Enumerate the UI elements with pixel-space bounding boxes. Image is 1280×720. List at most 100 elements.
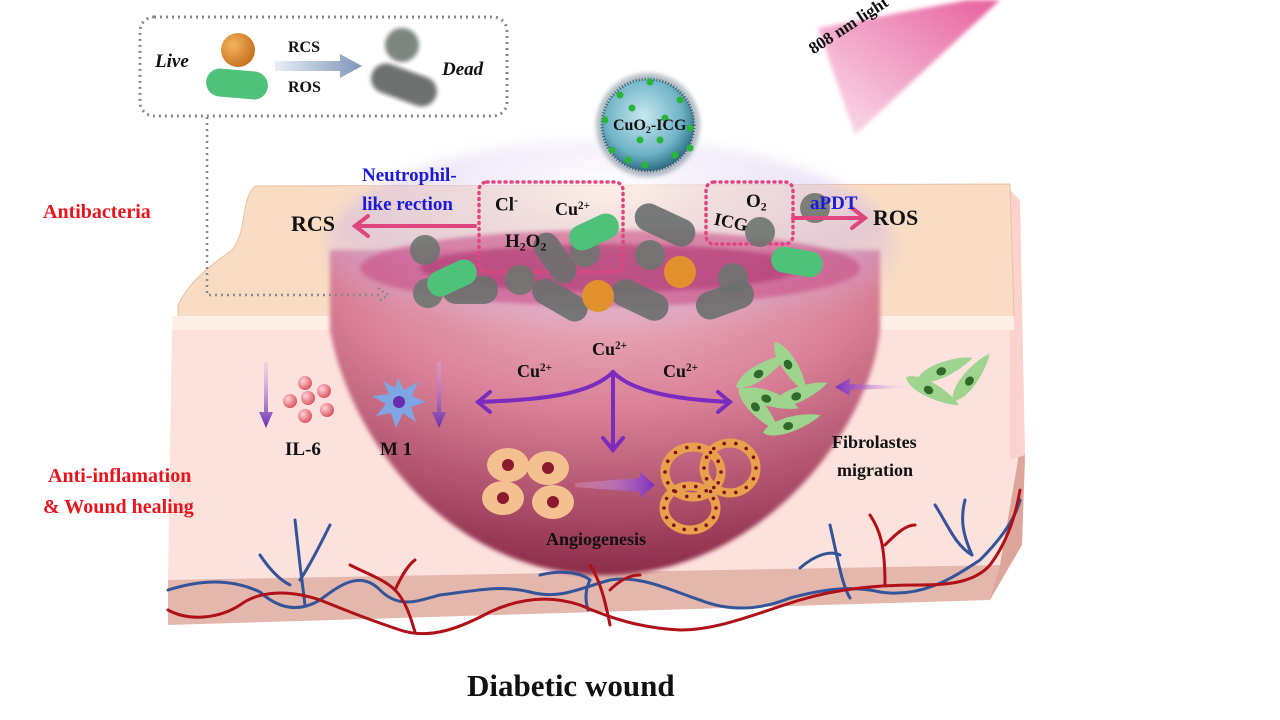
live-bacillus [771, 246, 823, 278]
fibroblast-migration-arrow [835, 378, 905, 396]
vessel-ring-dot [751, 455, 756, 460]
vessel-ring-dot [722, 490, 726, 495]
ros-arrow [791, 206, 869, 230]
dead-coccus [505, 265, 535, 295]
peroxide-sub1: 2 [519, 240, 526, 254]
hydrogen-peroxide-label: H2O2 [505, 232, 546, 253]
vessel-ring-dot [751, 477, 756, 481]
section-anti-inflammation-line2: & Wound healing [43, 496, 194, 518]
vessel-ring-dot [672, 523, 676, 527]
cu-right-symbol: Cu [663, 361, 687, 381]
nanoparticle-ligand-dot [686, 144, 694, 152]
legend-arrow-ros-label: ROS [288, 79, 321, 96]
legend-arrow-rcs-label: RCS [288, 39, 321, 56]
fibroblast-nucleus [964, 376, 974, 386]
vessel-ring-dot [682, 527, 686, 532]
peroxide-sub2: 2 [540, 240, 547, 254]
vessel-ring-dot [697, 445, 701, 450]
dead-bacillus [634, 203, 696, 247]
vessel-ring-dot [714, 506, 718, 510]
vessel-ring-dot [685, 494, 689, 499]
nanoparticle-ligand-dot [608, 146, 616, 154]
vessel-ring-dot [744, 485, 748, 490]
apdt-label: aPDT [810, 193, 858, 214]
dermis-vascular-layer [168, 455, 1025, 625]
live-bacillus [206, 68, 268, 100]
section-antibacteria: Antibacteria [43, 201, 151, 223]
dermis-right-edge [1010, 190, 1025, 460]
cu-left-symbol: Cu [517, 361, 541, 381]
neutrophil-reaction-label-line2: like rection [362, 194, 453, 215]
m1-macrophage [372, 378, 426, 428]
chloride-ion-label: Cl- [495, 195, 518, 215]
legend-arrow [275, 54, 362, 78]
dead-bacillus [532, 278, 588, 322]
vessel-ring-dot [704, 455, 709, 460]
vessel-ring-dot [704, 477, 709, 481]
nanoparticle-ligand-dot [676, 96, 684, 104]
oxygen-sub: 2 [760, 200, 767, 214]
cu-release-arrows [474, 370, 734, 454]
vessel-ring-dot [664, 496, 669, 501]
cu-center-charge: 2+ [615, 339, 627, 352]
rcs-product-label: RCS [291, 211, 336, 236]
vessel-ring-dot [708, 489, 713, 494]
dead-bacillus [695, 280, 755, 320]
cu-left-charge: 2+ [540, 361, 552, 374]
fibroblast-nucleus [923, 385, 934, 395]
dead-coccus [800, 193, 830, 223]
m1-decrease-arrow [432, 362, 446, 428]
legend-dead-label: Dead [442, 59, 484, 80]
fibroblast-nucleus [936, 367, 947, 376]
copper-symbol: Cu [555, 199, 579, 219]
endothelial-nucleus [542, 462, 554, 474]
arteries [166, 488, 1022, 636]
fibroblast-nucleus [761, 394, 772, 403]
nanoparticle-cuo2-icg [596, 73, 700, 177]
endothelial-nucleus [497, 492, 509, 504]
legend-live-label: Live [155, 51, 189, 72]
cu-left-label: Cu2+ [517, 362, 552, 380]
apdt-reaction-box [704, 180, 795, 246]
vessel-ring-dot [754, 466, 758, 470]
copper-ion-box-label: Cu2+ [555, 200, 590, 218]
vessel-ring-dot [716, 481, 720, 485]
vessel-ring-dot [712, 446, 716, 451]
neutrophil-reaction-label-line1: Neutrophil- [362, 165, 457, 186]
nanoparticle-ligand-dot [624, 156, 632, 164]
live-coccus [582, 280, 614, 312]
nanoparticle-ligand-dot [616, 91, 624, 99]
dead-coccus [635, 240, 665, 270]
fibroblast-nucleus [783, 359, 793, 370]
cu-center-label: Cu2+ [592, 340, 627, 358]
migrating-fibroblast-cell [906, 376, 959, 406]
dead-coccus [385, 28, 419, 62]
vessel-ring-dot [694, 484, 698, 489]
fibroblast-cluster [736, 342, 828, 436]
vessel-ring-dot [664, 515, 669, 520]
angiogenesis-arrow [575, 472, 655, 498]
fibroblast-nucleus [783, 421, 794, 431]
nanoparticle-ligand-dot [671, 151, 679, 159]
live-bacillus [427, 259, 477, 297]
vessel-ring-dot [744, 446, 748, 451]
vessel-ring-dot [672, 489, 676, 493]
vessel-ring-dot [712, 485, 716, 490]
nanoparticle-label-main: CuO [613, 117, 646, 134]
neutrophil-reaction-box [477, 180, 625, 274]
cu-right-charge: 2+ [686, 361, 698, 374]
dead-coccus [745, 217, 775, 247]
vessel-ring-dot [719, 470, 723, 474]
vessel-ring-dot [663, 470, 667, 474]
fibroblast-label-line2: migration [837, 460, 913, 480]
oxygen-symbol: O [746, 191, 761, 212]
rcs-arrow [351, 214, 477, 238]
nanoparticle-ligand-dot [686, 124, 694, 132]
vessel-ring-dot [722, 441, 726, 446]
live-coccus [664, 256, 696, 288]
cu-center-symbol: Cu [592, 339, 616, 359]
vessel-ring-dot [697, 494, 701, 499]
oxygen-label: O2 [746, 192, 767, 213]
nanoparticle-ligand-dot [641, 161, 649, 169]
